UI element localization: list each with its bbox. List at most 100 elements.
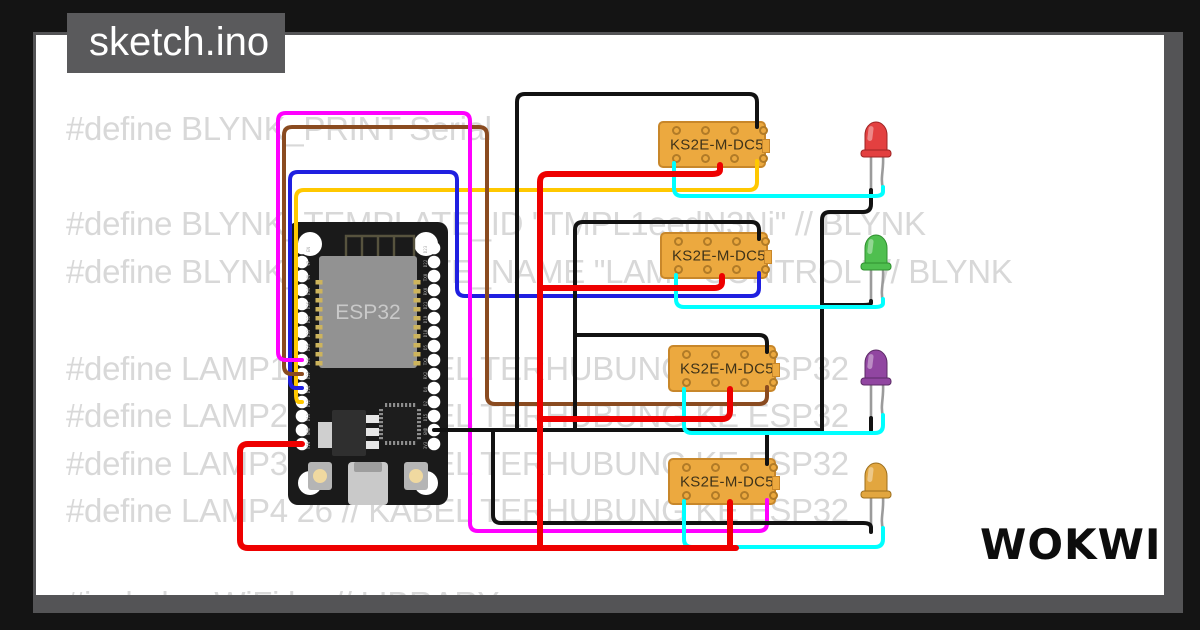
pin-label: D5 bbox=[423, 345, 428, 351]
relay-pin[interactable] bbox=[761, 237, 770, 246]
relay-module-3[interactable]: KS2E-M-DC5 bbox=[668, 345, 780, 392]
relay-pin[interactable] bbox=[730, 154, 739, 163]
relay-pin[interactable] bbox=[682, 491, 691, 500]
led-flange bbox=[860, 149, 892, 158]
relay-pin[interactable] bbox=[711, 463, 720, 472]
led-red[interactable] bbox=[858, 114, 894, 196]
pin-label: D14 bbox=[306, 385, 311, 393]
relay-label: KS2E-M-DC5 bbox=[670, 136, 764, 153]
pin-label: VIN bbox=[306, 441, 311, 449]
relay-pin[interactable] bbox=[769, 350, 778, 359]
pin-label: VP bbox=[306, 261, 311, 267]
relay-pin[interactable] bbox=[769, 378, 778, 387]
tab-label: sketch.ino bbox=[89, 20, 270, 64]
pin-label: D2 bbox=[423, 401, 428, 407]
led-leg bbox=[880, 382, 885, 418]
led-graphic-purple bbox=[860, 349, 892, 420]
relay-pin[interactable] bbox=[701, 154, 710, 163]
relay-pin[interactable] bbox=[711, 491, 720, 500]
pin-label: VN bbox=[306, 275, 311, 281]
pin-label: GND bbox=[306, 427, 311, 435]
led-leg bbox=[880, 495, 885, 531]
regulator-leg bbox=[366, 428, 379, 436]
relay-pin[interactable] bbox=[759, 154, 768, 163]
led-green[interactable] bbox=[858, 227, 894, 309]
pin-label: D4 bbox=[423, 387, 428, 393]
pin-label: RX0 bbox=[423, 287, 428, 295]
pin-label: D32 bbox=[306, 315, 311, 323]
relay-pin[interactable] bbox=[701, 126, 710, 135]
relay-pin[interactable] bbox=[674, 265, 683, 274]
regulator-leg bbox=[366, 415, 379, 423]
code-line: #define BLYNK_TEMPLATE_ID "TMPL1eedN3Ni"… bbox=[66, 205, 926, 242]
regulator-leg bbox=[366, 441, 379, 449]
pin-label: D33 bbox=[306, 329, 311, 337]
relay-pin[interactable] bbox=[682, 350, 691, 359]
relay-pin[interactable] bbox=[759, 126, 768, 135]
pin-label: EN bbox=[306, 247, 311, 253]
led-highlight bbox=[867, 126, 874, 142]
relay-pin[interactable] bbox=[730, 126, 739, 135]
led-bulb bbox=[864, 121, 888, 153]
relay-pin[interactable] bbox=[740, 463, 749, 472]
relay-pin[interactable] bbox=[761, 265, 770, 274]
relay-pin[interactable] bbox=[703, 265, 712, 274]
pin-label: D26 bbox=[306, 357, 311, 365]
relay-pin[interactable] bbox=[740, 378, 749, 387]
pin-label: D27 bbox=[306, 371, 311, 379]
pin-label: D15 bbox=[423, 413, 428, 421]
code-line: #define LAMP2 14 // KABEL TERHUBUNG KE E… bbox=[66, 397, 849, 434]
pin-label: D13 bbox=[306, 413, 311, 421]
led-leg bbox=[880, 267, 885, 303]
relay-label: KS2E-M-DC5 bbox=[680, 360, 774, 377]
relay-pin[interactable] bbox=[732, 265, 741, 274]
pin-label: D25 bbox=[306, 343, 311, 351]
led-flange bbox=[860, 490, 892, 499]
relay-pin[interactable] bbox=[682, 463, 691, 472]
pin-label: GND bbox=[423, 427, 428, 435]
relay-pin[interactable] bbox=[682, 378, 691, 387]
relay-module-4[interactable]: KS2E-M-DC5 bbox=[668, 458, 780, 505]
relay-pin[interactable] bbox=[703, 237, 712, 246]
led-graphic-red bbox=[860, 121, 892, 192]
relay-pin[interactable] bbox=[711, 378, 720, 387]
boot-button-cap bbox=[409, 469, 423, 483]
led-purple[interactable] bbox=[858, 342, 894, 424]
esp32-chip-label: ESP32 bbox=[335, 301, 400, 324]
code-line: #include <WiFi.h> // LIBRARY bbox=[66, 585, 499, 595]
relay-label: KS2E-M-DC5 bbox=[680, 473, 774, 490]
pin-label: D23 bbox=[423, 245, 428, 253]
pin-label: D12 bbox=[306, 399, 311, 407]
relay-pin[interactable] bbox=[672, 126, 681, 135]
pin-label: D22 bbox=[423, 259, 428, 267]
relay-pin[interactable] bbox=[672, 154, 681, 163]
led-flange bbox=[860, 262, 892, 271]
pin-label: D19 bbox=[423, 315, 428, 323]
en-button-cap bbox=[313, 469, 327, 483]
pin-label: TX2 bbox=[423, 357, 428, 365]
led-graphic-green bbox=[860, 234, 892, 305]
led-flange bbox=[860, 377, 892, 386]
relay-pin[interactable] bbox=[711, 350, 720, 359]
code-line: #define BLYNK_PRINT Serial bbox=[66, 110, 492, 147]
relay-pin[interactable] bbox=[732, 237, 741, 246]
pin-label: RX2 bbox=[423, 371, 428, 379]
wokwi-logo: WOKWI bbox=[980, 520, 1162, 569]
pin-label: D18 bbox=[423, 329, 428, 337]
relay-module-1[interactable]: KS2E-M-DC5 bbox=[658, 121, 770, 168]
pin-label: D34 bbox=[306, 287, 311, 295]
relay-pin[interactable] bbox=[740, 350, 749, 359]
led-graphic-amber bbox=[860, 462, 892, 533]
relay-pin[interactable] bbox=[740, 491, 749, 500]
usb-shell-crimp bbox=[354, 462, 382, 472]
pin-label: D35 bbox=[306, 301, 311, 309]
tab-sketch-ino[interactable]: sketch.ino bbox=[67, 13, 285, 73]
relay-pin[interactable] bbox=[769, 463, 778, 472]
relay-label: KS2E-M-DC5 bbox=[672, 247, 766, 264]
led-amber[interactable] bbox=[858, 455, 894, 537]
pin-label: D21 bbox=[423, 301, 428, 309]
relay-pin[interactable] bbox=[674, 237, 683, 246]
relay-pin[interactable] bbox=[769, 491, 778, 500]
relay-module-2[interactable]: KS2E-M-DC5 bbox=[660, 232, 772, 279]
